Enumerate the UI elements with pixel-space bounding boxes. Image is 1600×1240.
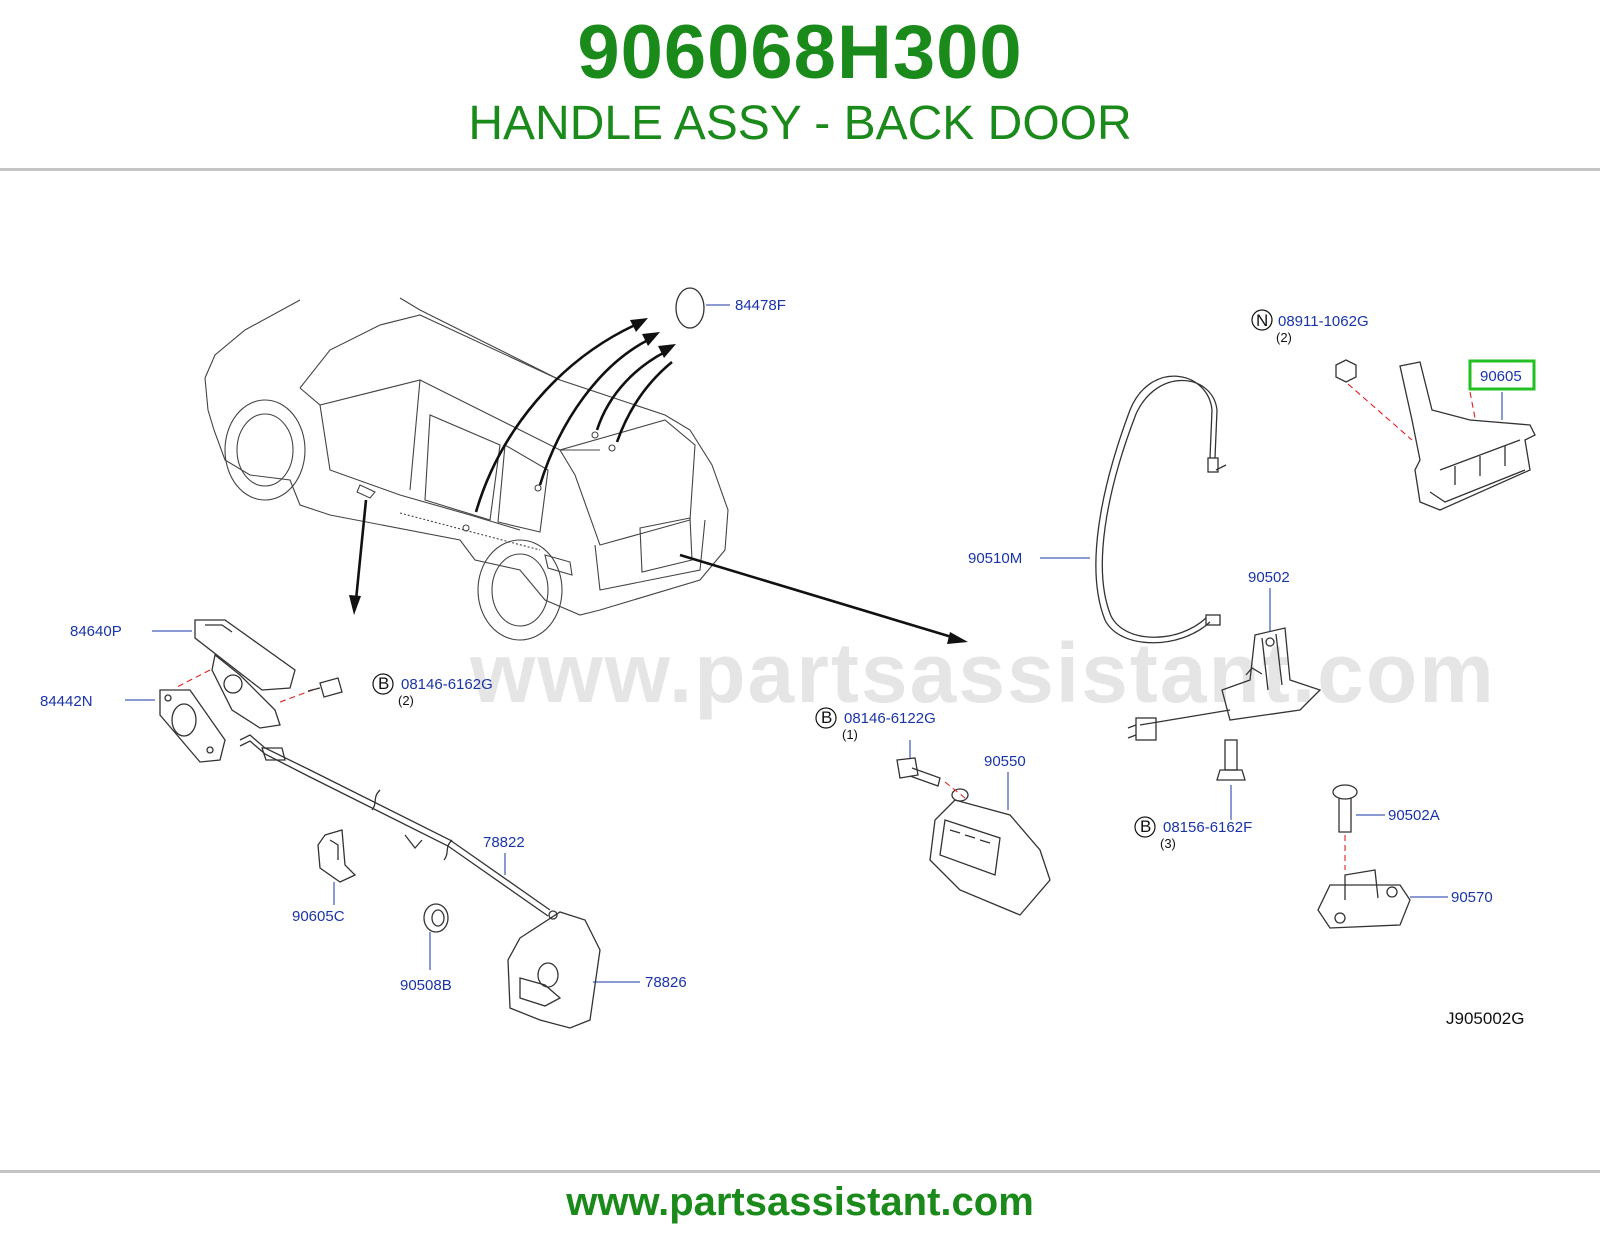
part-08156-6162F: B 08156-6162F (3) (1134, 739, 1252, 851)
part-90510M: 90510M (968, 375, 1227, 644)
part-number-title: 906068H300 (577, 10, 1023, 95)
part-90550: 90550 (929, 753, 1051, 916)
callout-90605[interactable]: 90605 (1480, 368, 1522, 385)
callout-08146-6162G[interactable]: 08146-6162G (401, 676, 493, 693)
part-78822: 78822 (239, 734, 558, 920)
part-78826: 78826 (507, 911, 687, 1029)
pointer-arrows (349, 318, 968, 644)
page-header: 906068H300 HANDLE ASSY - BACK DOOR (0, 0, 1600, 170)
callout-84478F[interactable]: 84478F (735, 297, 786, 314)
part-90605C: 90605C (292, 829, 357, 925)
callout-90605C[interactable]: 90605C (292, 908, 345, 925)
callout-90502[interactable]: 90502 (1248, 569, 1290, 586)
callout-90508B[interactable]: 90508B (400, 977, 452, 994)
callout-90502A[interactable]: 90502A (1388, 807, 1440, 824)
n-marker-label: N (1256, 311, 1268, 330)
callout-08156-6162F[interactable]: 08156-6162F (1163, 819, 1252, 836)
highlight-box (1468, 359, 1536, 391)
part-90502: 90502 (1127, 569, 1322, 741)
footer-website-link[interactable]: www.partsassistant.com (566, 1180, 1034, 1224)
part-08911-1062G: N 08911-1062G (2) (1251, 309, 1413, 441)
part-90605: 90605 (1399, 359, 1536, 511)
callout-78822[interactable]: 78822 (483, 834, 525, 851)
b-marker-label: B (378, 674, 389, 693)
part-90570: 90570 (1317, 869, 1493, 929)
callout-08911-1062G[interactable]: 08911-1062G (1278, 313, 1369, 330)
n-marker-icon (1251, 309, 1273, 331)
b-marker-icon (815, 707, 837, 729)
qty-08156-6162F: (3) (1160, 836, 1176, 851)
footer-divider (0, 1170, 1600, 1173)
qty-08146-6162G: (2) (398, 693, 414, 708)
vehicle-illustration (204, 297, 729, 641)
qty-08911-1062G: (2) (1276, 330, 1292, 345)
qty-08146-6122G: (1) (842, 727, 858, 742)
part-90508B: 90508B (400, 903, 452, 994)
part-84640P: 84640P (70, 619, 319, 729)
callout-08146-6122G[interactable]: 08146-6122G (844, 710, 936, 727)
part-84478F: 84478F (675, 287, 786, 329)
part-08146-6162G: B 08146-6162G (2) (307, 673, 493, 708)
callout-84442N[interactable]: 84442N (40, 693, 93, 710)
figure-reference-code: J905002G (1446, 1009, 1524, 1028)
part-description-title: HANDLE ASSY - BACK DOOR (468, 97, 1132, 150)
part-84442N: 84442N (40, 689, 226, 763)
b-marker-label: B (1140, 817, 1151, 836)
callout-90550[interactable]: 90550 (984, 753, 1026, 770)
part-90502A: 90502A (1332, 784, 1440, 870)
callout-90510M[interactable]: 90510M (968, 550, 1022, 567)
callout-78826[interactable]: 78826 (645, 974, 687, 991)
callout-84640P[interactable]: 84640P (70, 623, 122, 640)
b-marker-label: B (821, 708, 832, 727)
b-marker-icon (1134, 816, 1156, 838)
watermark-text: www.partsassistant.com (469, 626, 1496, 720)
b-marker-icon (372, 673, 394, 695)
exploded-parts-diagram: www.partsassistant.com (40, 287, 1536, 1029)
header-divider (0, 168, 1600, 171)
part-08146-6122G: B 08146-6122G (1) (815, 707, 966, 799)
callout-90570[interactable]: 90570 (1451, 889, 1493, 906)
